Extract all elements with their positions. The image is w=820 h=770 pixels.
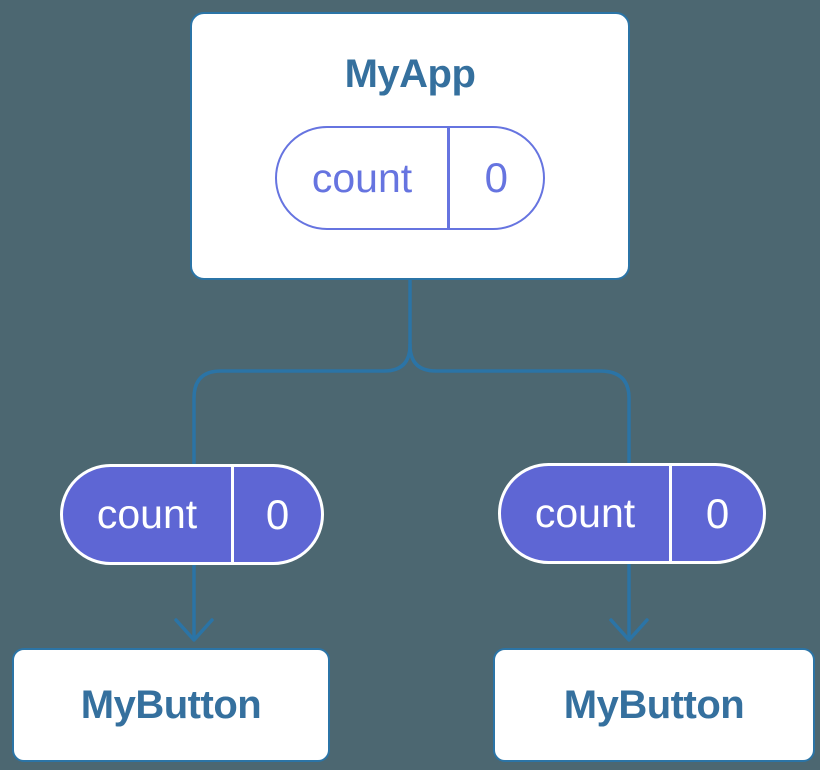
state-pill-value: 0	[484, 154, 508, 201]
root-component-title: MyApp	[344, 52, 476, 96]
prop-pill-label: count	[534, 490, 636, 536]
arrow-down-icon	[609, 618, 649, 642]
pill-divider	[447, 128, 450, 228]
child-component-title: MyButton	[80, 682, 262, 727]
prop-pill-value: 0	[265, 490, 290, 538]
pill-divider	[231, 467, 234, 562]
right-prop-pill: count 0	[498, 463, 766, 564]
root-state-pill: count 0	[275, 126, 545, 230]
prop-pill-label: count	[96, 491, 198, 537]
root-component-card: MyApp count 0	[190, 12, 630, 280]
prop-pill-value: 0	[705, 489, 730, 537]
arrow-down-icon	[174, 618, 214, 642]
child-component-title: MyButton	[563, 682, 745, 727]
pill-divider	[669, 466, 672, 561]
left-child-component-card: MyButton	[12, 648, 330, 762]
left-branch-line	[192, 343, 412, 639]
right-child-component-card: MyButton	[493, 648, 815, 762]
right-branch-line	[408, 343, 631, 639]
left-prop-pill: count 0	[60, 464, 324, 565]
state-pill-label: count	[311, 154, 413, 201]
